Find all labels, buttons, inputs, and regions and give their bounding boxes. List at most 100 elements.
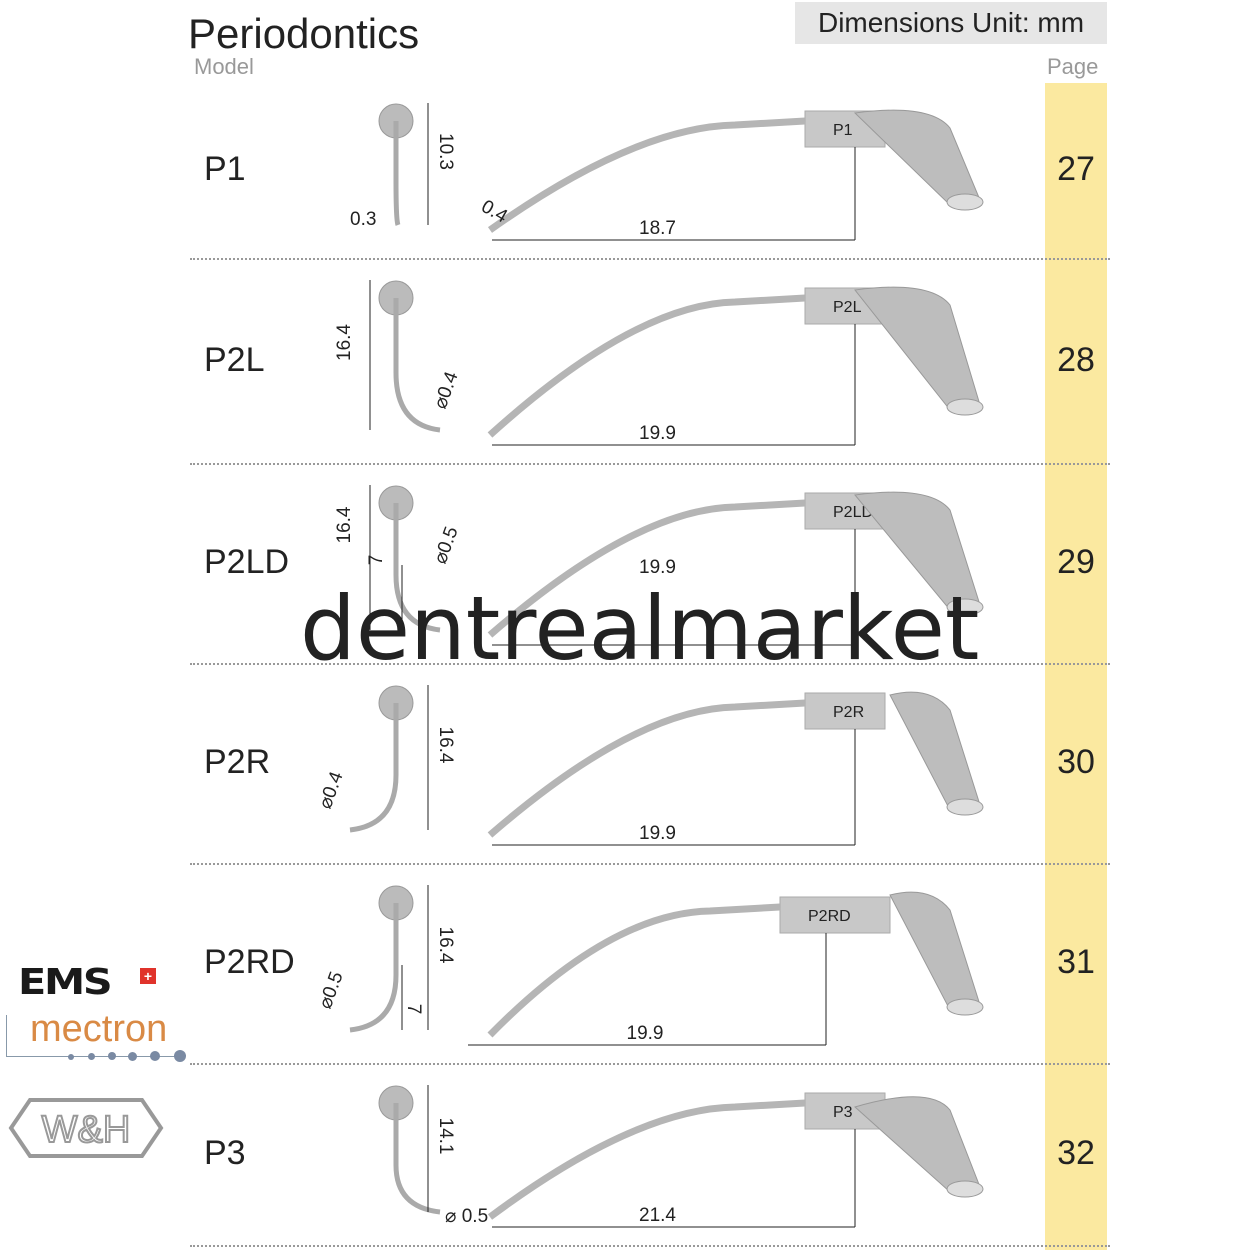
tip-shank <box>779 896 891 934</box>
mectron-logo-base <box>6 1056 184 1057</box>
mectron-dot <box>128 1052 137 1061</box>
front-view: 10.3 0.3 <box>350 103 456 230</box>
tip-photo <box>889 891 981 1011</box>
tip-body <box>487 903 781 1038</box>
front-dim-length: 16.4 <box>334 324 355 361</box>
side-dim-length: 19.9 <box>639 823 676 844</box>
front-view: 16.4 ⌀0.4 <box>334 280 463 433</box>
front-view: 16.4 7 ⌀0.5 <box>315 885 456 1033</box>
tip-photo <box>889 691 981 811</box>
tip-body <box>487 117 806 233</box>
front-view: 16.4⌀0.4 <box>315 685 456 833</box>
tip-drawing: 16.4 7 ⌀0.5 P2LD 19.9 <box>334 485 984 646</box>
front-dim-section: 7 <box>366 555 387 566</box>
tip-base <box>946 598 984 616</box>
mectron-dot <box>150 1051 160 1061</box>
tip-engraving: P2RD <box>808 908 851 925</box>
tip-body <box>487 499 806 638</box>
swiss-cross-icon: + <box>140 968 156 984</box>
tip-shaft <box>349 903 399 1033</box>
model-name: P2L <box>204 340 265 379</box>
svg-text:W&H: W&H <box>42 1109 131 1151</box>
front-dim-length: 14.1 <box>435 1118 456 1155</box>
tip-body <box>487 699 806 838</box>
angled-view <box>854 491 984 616</box>
page-column-header: Page <box>1047 54 1099 79</box>
tip-shaft <box>393 121 401 226</box>
page-number: 30 <box>1057 743 1095 781</box>
model-column-header: Model <box>194 54 254 79</box>
side-view: P2LD 19.9 <box>487 492 886 646</box>
model-name: P2LD <box>204 543 290 581</box>
tip-engraving: P2R <box>833 704 864 721</box>
tip-body <box>487 294 806 438</box>
product-row: 16.4⌀0.4 P2R 19.9 P2R 30 <box>190 665 1110 865</box>
side-dim-length: 19.9 <box>639 423 676 444</box>
front-dim-section: 7 <box>403 1004 424 1015</box>
side-view: P2L 19.9 <box>487 287 886 446</box>
side-view: P2RD 19.9 <box>468 896 891 1046</box>
tip-engraving: P2L <box>833 299 862 316</box>
product-row: 14.1⌀ 0.5 P3 21.4 P3 32 <box>190 1065 1110 1247</box>
side-view: P3 21.4 <box>487 1092 886 1228</box>
model-name: P3 <box>204 1134 246 1172</box>
tip-body <box>487 1099 806 1220</box>
model-name: P2RD <box>204 943 295 981</box>
angled-view <box>853 1096 984 1198</box>
front-dim-diameter: ⌀0.5 <box>315 969 348 1012</box>
tip-base <box>946 1180 984 1198</box>
tip-base <box>946 798 984 816</box>
model-name: P2R <box>204 743 271 781</box>
tip-photo <box>853 109 981 206</box>
side-view: P2R 19.9 <box>487 692 886 846</box>
tip-drawing: 16.4 7 ⌀0.5 P2RD 19.9 <box>315 885 984 1046</box>
side-dim-length: 19.9 <box>639 557 676 578</box>
tip-drawing: 10.30.3 P1 18.70.4 <box>350 103 984 241</box>
side-dim-length: 19.9 <box>627 1023 664 1044</box>
tip-photo <box>854 286 981 411</box>
tip-shaft <box>393 503 441 633</box>
front-view: 16.4 7 ⌀0.5 <box>334 485 463 633</box>
front-dim-diameter: ⌀0.5 <box>430 524 463 567</box>
tip-photo <box>854 491 981 611</box>
tip-shaft <box>393 298 441 433</box>
tip-base <box>946 398 984 416</box>
tip-drawing: 16.4 ⌀0.4 P2L 19.9 <box>334 280 984 446</box>
front-dim-length: 10.3 <box>435 133 456 170</box>
tip-base <box>946 998 984 1016</box>
ems-logo: EMS <box>18 962 113 1003</box>
front-dim-length: 16.4 <box>334 506 355 543</box>
tip-shaft <box>349 703 399 833</box>
product-row: 16.4 7 ⌀0.5 P2RD 19.9 P2RD 31 <box>190 865 1110 1065</box>
front-dim-diameter: ⌀0.4 <box>430 369 463 412</box>
mectron-dot <box>88 1053 95 1060</box>
page-number: 28 <box>1057 340 1095 379</box>
side-dim-tip: 0.4 <box>478 196 512 228</box>
side-dim-length: 18.7 <box>639 218 676 239</box>
model-name: P1 <box>204 149 246 188</box>
front-view: 14.1⌀ 0.5 <box>378 1085 488 1227</box>
page-column-highlight <box>1045 83 1107 1250</box>
tip-photo <box>853 1096 981 1193</box>
angled-view <box>889 891 984 1016</box>
tip-shaft <box>393 1103 441 1215</box>
mectron-logo-line <box>6 1015 9 1057</box>
angled-view <box>854 286 984 416</box>
side-view: P1 18.70.4 <box>478 110 886 241</box>
tip-shank <box>804 692 886 730</box>
product-row: 16.4 7 ⌀0.5 P2LD 19.9 P2LD 29 <box>190 465 1110 665</box>
page-number: 32 <box>1057 1134 1095 1172</box>
angled-view <box>853 109 984 211</box>
tip-drawing: 14.1⌀ 0.5 P3 21.4 <box>378 1085 984 1228</box>
tip-base <box>946 193 984 211</box>
front-dim-diameter: 0.3 <box>350 209 376 230</box>
page-number: 29 <box>1057 543 1095 581</box>
page-number: 31 <box>1057 943 1095 981</box>
product-row: 16.4 ⌀0.4 P2L 19.9 P2L 28 <box>190 260 1110 465</box>
units-badge: Dimensions Unit: mm <box>795 2 1107 44</box>
page-title: Periodontics <box>188 10 420 57</box>
tip-engraving: P3 <box>833 1104 853 1121</box>
mectron-dot <box>108 1052 116 1060</box>
front-dim-length: 16.4 <box>435 927 456 964</box>
